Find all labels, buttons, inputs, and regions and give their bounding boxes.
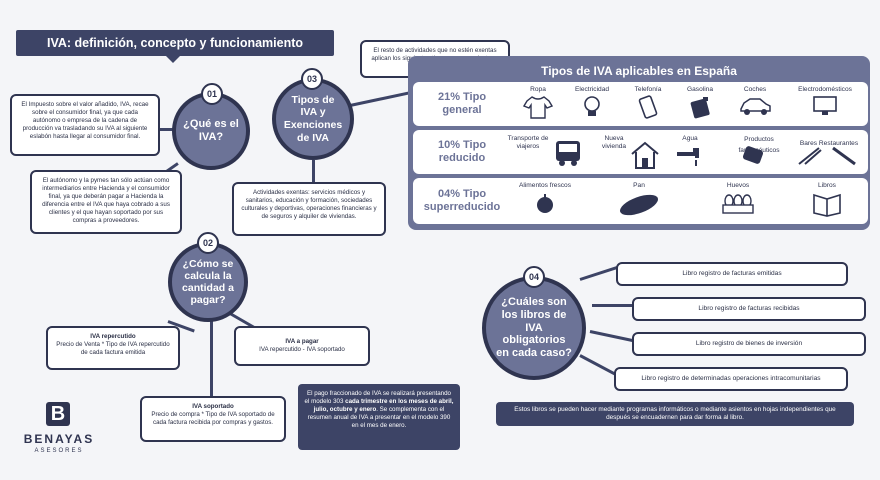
iva-row-reducido: 10% Tipo reducido Transporte de viajeros…	[413, 130, 868, 174]
connector	[592, 304, 632, 307]
brand-name: BENAYAS	[23, 432, 95, 446]
definition-text: El Impuesto sobre el valor añadido, IVA,…	[21, 101, 149, 141]
iva-row-superreducido: 04% Tipo superreducido Alimentos frescos…	[413, 178, 868, 224]
iva-repercutido-title: IVA repercutido	[90, 333, 136, 340]
section-04-heading: ¿Cuáles son los libros de IVA obligatori…	[496, 296, 572, 359]
item-libros: Libros	[797, 182, 857, 217]
iva-a-pagar-title: IVA a pagar	[285, 337, 319, 345]
connector	[349, 90, 413, 107]
iva-types-title: Tipos de IVA aplicables en España	[541, 64, 737, 78]
title-pointer	[166, 56, 180, 63]
pago-fraccionado-note: El pago fraccionado de IVA se realizará …	[298, 384, 460, 450]
note-text-c: . Se complementa con el resumen anual de…	[307, 406, 451, 430]
section-01-badge: 01	[201, 83, 223, 105]
intermediary-card: El autónomo y la pymes tan sólo actúan c…	[30, 170, 182, 234]
eggs-icon	[722, 194, 754, 214]
iva-soportado-title: IVA soportado	[192, 403, 234, 410]
fuel-can-icon	[690, 97, 710, 119]
section-03-heading: Tipos de IVA y Exenciones de IVA	[283, 93, 343, 144]
exentas-text: Actividades exentas: servicios médicos y…	[241, 189, 377, 221]
bus-icon	[556, 141, 580, 166]
item-agua: Agua	[671, 135, 709, 168]
bread-icon	[620, 194, 658, 216]
libro-operaciones-intracomunitarias: Libro registro de determinadas operacion…	[614, 367, 848, 391]
item-ropa: Ropa	[511, 86, 565, 119]
cutlery-icon	[798, 146, 856, 166]
connector	[579, 265, 619, 281]
brand-logo: B	[46, 402, 70, 426]
pills-icon	[742, 146, 764, 164]
note-text-bold: cada trimestre en los meses de abril, ju…	[313, 398, 454, 414]
section-03-circle: Tipos de IVA y Exenciones de IVA	[272, 78, 354, 160]
section-02-badge: 02	[197, 232, 219, 254]
connector	[589, 330, 634, 343]
libros-note: Estos libros se pueden hacer mediante pr…	[496, 402, 854, 426]
lightbulb-icon	[584, 96, 600, 116]
book-icon	[813, 193, 841, 217]
item-gasolina: Gasolina	[675, 86, 725, 119]
item-pan: Pan	[609, 182, 669, 217]
libro-facturas-recibidas: Libro registro de facturas recibidas	[632, 297, 866, 321]
faucet-icon	[677, 148, 699, 166]
section-01-heading: ¿Qué es el IVA?	[183, 117, 239, 143]
note-text-a: El pago fraccionado de IVA se realizará …	[304, 390, 451, 406]
brand-logo-letter: B	[50, 402, 66, 425]
item-coches: Coches	[729, 86, 781, 117]
section-02-circle: ¿Cómo se calcula la cantidad a pagar?	[168, 242, 248, 322]
phone-icon	[638, 95, 658, 119]
section-04-badge: 04	[523, 266, 545, 288]
iva-soportado-text: Precio de compra * Tipo de IVA soportado…	[151, 411, 275, 427]
iva-repercutido-text: Precio de Venta * Tipo de IVA repercutid…	[56, 341, 170, 357]
car-icon	[740, 98, 771, 115]
connector	[210, 318, 213, 398]
iva-soportado-card: IVA soportado Precio de compra * Tipo de…	[140, 396, 286, 442]
intermediary-text: El autónomo y la pymes tan sólo actúan c…	[42, 177, 170, 225]
iva-row-title: 21% Tipo general	[437, 91, 487, 116]
item-telefonia: Telefonía	[623, 86, 673, 119]
iva-a-pagar-text: IVA repercutido - IVA soportado	[259, 346, 345, 353]
item-alimentos: Alimentos frescos	[513, 182, 577, 214]
monitor-icon	[813, 96, 837, 115]
section-04-circle: ¿Cuáles son los libros de IVA obligatori…	[482, 276, 586, 380]
house-icon	[631, 141, 659, 169]
item-electrodomesticos: Electrodomésticos	[785, 86, 865, 117]
libro-facturas-emitidas: Libro registro de facturas emitidas	[616, 262, 848, 286]
shirt-icon	[523, 96, 553, 119]
libros-note-text: Estos libros se pueden hacer mediante pr…	[514, 406, 836, 422]
iva-a-pagar-card: IVA a pagar IVA repercutido - IVA soport…	[234, 326, 370, 366]
connector	[312, 160, 315, 184]
section-03-badge: 03	[301, 68, 323, 90]
connector	[579, 354, 618, 377]
item-transporte: Transporte de viajeros	[507, 135, 549, 150]
apple-icon	[537, 193, 553, 213]
iva-row-general: 21% Tipo general Ropa Electricidad Telef…	[413, 82, 868, 126]
iva-row-title: 04% Tipo superreducido	[423, 188, 501, 213]
section-01-circle: ¿Qué es el IVA?	[172, 92, 250, 170]
brand-sub: ASESORES	[34, 448, 84, 454]
connector	[150, 128, 176, 131]
iva-row-title: 10% Tipo reducido	[437, 139, 487, 164]
page-title-text: IVA: definición, concepto y funcionamien…	[46, 36, 304, 50]
iva-repercutido-card: IVA repercutido Precio de Venta * Tipo d…	[46, 326, 180, 370]
page-title: IVA: definición, concepto y funcionamien…	[16, 30, 334, 56]
libro-bienes-inversion: Libro registro de bienes de inversión	[632, 332, 866, 356]
item-vivienda: Nueva vivienda	[601, 135, 627, 150]
item-bares: Bares Restaurantes	[799, 140, 859, 147]
item-electricidad: Electricidad	[565, 86, 619, 119]
item-huevos: Huevos	[713, 182, 763, 215]
section-02-heading: ¿Cómo se calcula la cantidad a pagar?	[182, 257, 234, 307]
definition-card: El Impuesto sobre el valor añadido, IVA,…	[10, 94, 160, 156]
exentas-card: Actividades exentas: servicios médicos y…	[232, 182, 386, 236]
